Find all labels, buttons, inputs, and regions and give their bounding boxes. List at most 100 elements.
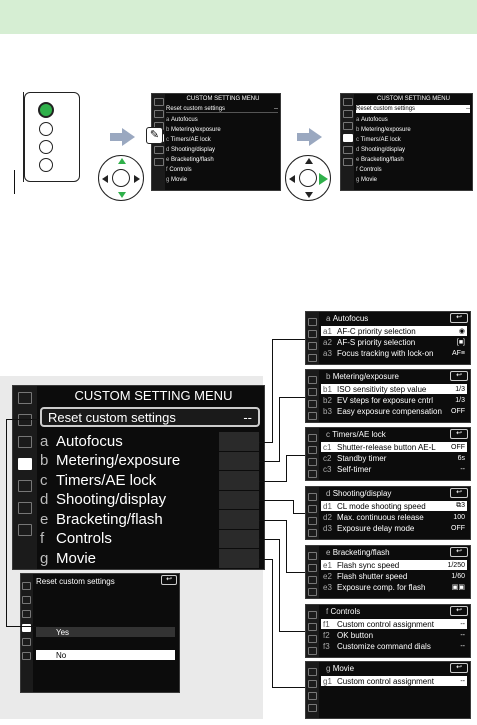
connector-line	[286, 572, 305, 573]
connector-line	[272, 687, 305, 688]
connector-line	[286, 455, 305, 456]
category-letter: c	[40, 471, 48, 489]
category-timers[interactable]: Timers/AE lock	[360, 136, 401, 143]
connector-line	[259, 500, 293, 501]
qual-button[interactable]	[39, 140, 53, 154]
connector-line	[279, 397, 280, 462]
submenu-item-e3[interactable]: e3 Exposure comp. for flash ▣▣	[323, 582, 465, 592]
connector-line	[259, 539, 279, 540]
category-metering[interactable]: Metering/exposure	[361, 126, 411, 133]
submenu-screen-d: d Shooting/display↩ d1 CL mode shooting …	[305, 486, 471, 540]
submenu-item-c2[interactable]: c2 Standby timer 6s	[323, 453, 465, 463]
connector-line	[272, 339, 305, 340]
arrow-right-icon	[297, 128, 322, 146]
category-letter: d	[40, 491, 49, 509]
connector-line	[259, 442, 272, 443]
submenu-item-a2[interactable]: a2 AF-S priority selection [■]	[323, 337, 465, 347]
submenu-screen-c: c Timers/AE lock↩ c1 Shutter-release but…	[305, 427, 471, 481]
submenu-screen-a: a Autofocus ↩ a1 AF-C priority selection …	[305, 311, 471, 365]
category-movie[interactable]: Movie	[171, 176, 188, 183]
protect-button[interactable]	[39, 122, 53, 136]
multi-selector-left[interactable]	[98, 155, 144, 201]
connector-line	[259, 559, 272, 560]
reset-dialog-screen: Reset custom settings ↩ Yes No	[20, 573, 180, 693]
return-icon[interactable]: ↩	[450, 313, 468, 323]
category-letter: b	[40, 452, 49, 470]
submenu-item-e2[interactable]: e2 Flash shutter speed 1/60	[323, 571, 465, 581]
submenu-item-d3[interactable]: d3 Exposure delay mode OFF	[323, 523, 465, 533]
category-timers[interactable]: Timers/AE lock	[170, 136, 211, 143]
submenu-item-e1[interactable]: e1 Flash sync speed 1/250	[321, 560, 467, 570]
zoom-in-button[interactable]	[39, 158, 53, 172]
submenu-item-f2[interactable]: f2 OK button --	[323, 630, 465, 640]
category-autofocus[interactable]: Autofocus	[171, 116, 198, 123]
submenu-title: g Movie	[326, 664, 355, 673]
return-icon[interactable]: ↩	[450, 429, 468, 439]
category-shooting[interactable]: Shooting/display	[171, 146, 216, 153]
reset-label[interactable]: Reset custom settings	[166, 105, 226, 112]
category-bracketing[interactable]: Bracketing/flash	[361, 156, 404, 163]
category-shooting[interactable]: Shooting/display	[361, 146, 406, 153]
submenu-item-c3[interactable]: c3 Self-timer --	[323, 464, 465, 474]
return-icon[interactable]: ↩	[450, 547, 468, 557]
return-icon[interactable]: ↩	[450, 663, 468, 673]
connector-line	[279, 397, 305, 398]
yes-option[interactable]: Yes	[36, 627, 175, 637]
connector-line	[293, 513, 305, 514]
connector-line	[279, 539, 280, 632]
connector-line	[259, 481, 286, 482]
no-option[interactable]: No	[36, 650, 175, 660]
return-icon[interactable]: ↩	[450, 371, 468, 381]
submenu-item-b1[interactable]: b1 ISO sensitivity step value 1/3	[321, 384, 467, 394]
submenu-item-f3[interactable]: f3 Customize command dials --	[323, 641, 465, 651]
connector-line	[286, 520, 287, 573]
category-metering[interactable]: Metering/exposure	[171, 126, 221, 133]
submenu-screen-g: g Movie ↩ g1 Custom control assignment --	[305, 661, 471, 719]
submenu-item-f1[interactable]: f1 Custom control assignment --	[321, 619, 467, 629]
menu-title: CUSTOM SETTING MENU	[74, 388, 233, 403]
reset-row[interactable]: Reset custom settings--	[40, 407, 260, 427]
submenu-title: a Autofocus	[326, 314, 369, 323]
connector-line	[6, 419, 39, 420]
submenu-item-a3[interactable]: a3 Focus tracking with lock-on AF≡	[323, 348, 465, 358]
category-value-box	[219, 549, 259, 568]
connector-line	[279, 631, 305, 632]
category-movie[interactable]: Movie	[361, 176, 378, 183]
return-icon[interactable]: ↩	[161, 575, 177, 585]
submenu-item-d2[interactable]: d2 Max. continuous release 100	[323, 512, 465, 522]
submenu-title: e Bracketing/flash	[326, 548, 390, 557]
category-value-box	[219, 490, 259, 509]
menu-button[interactable]	[38, 102, 54, 118]
category-autofocus[interactable]: Autofocus	[361, 116, 388, 123]
category-value-box	[219, 451, 259, 470]
reset-label[interactable]: Reset custom settings	[356, 106, 416, 112]
return-icon[interactable]: ↩	[450, 606, 468, 616]
custom-setting-menu-small-2: CUSTOM SETTING MENU Reset custom setting…	[340, 93, 473, 191]
category-label: Shooting/display	[56, 491, 167, 509]
submenu-screen-b: b Metering/exposure↩ b1 ISO sensitivity …	[305, 369, 471, 423]
multi-selector-right[interactable]	[285, 155, 331, 201]
arrow-right-icon	[110, 128, 135, 146]
category-value-box	[219, 529, 259, 548]
category-controls[interactable]: Controls	[169, 166, 192, 173]
submenu-screen-f: f Controls↩ f1 Custom control assignment…	[305, 604, 471, 658]
submenu-item-a1[interactable]: a1 AF-C priority selection ◉	[321, 326, 467, 336]
submenu-item-d1[interactable]: d1 CL mode shooting speed ⧉3	[321, 501, 467, 511]
category-bracketing[interactable]: Bracketing/flash	[171, 156, 214, 163]
custom-setting-menu-small-1: CUSTOM SETTING MENU Reset custom setting…	[151, 93, 281, 191]
submenu-item-b2[interactable]: b2 EV steps for exposure cntrl 1/3	[323, 395, 465, 405]
return-icon[interactable]: ↩	[450, 488, 468, 498]
category-value-box	[219, 510, 259, 529]
category-letter: a	[40, 432, 49, 450]
category-row-shooting-display[interactable]: d Shooting/display	[40, 490, 259, 509]
category-controls[interactable]: Controls	[359, 166, 382, 173]
submenu-item-c1[interactable]: c1 Shutter-release button AE-L OFF	[321, 442, 467, 452]
submenu-item-g1[interactable]: g1 Custom control assignment --	[321, 676, 467, 686]
submenu-item-b3[interactable]: b3 Easy exposure compensation OFF	[323, 406, 465, 416]
